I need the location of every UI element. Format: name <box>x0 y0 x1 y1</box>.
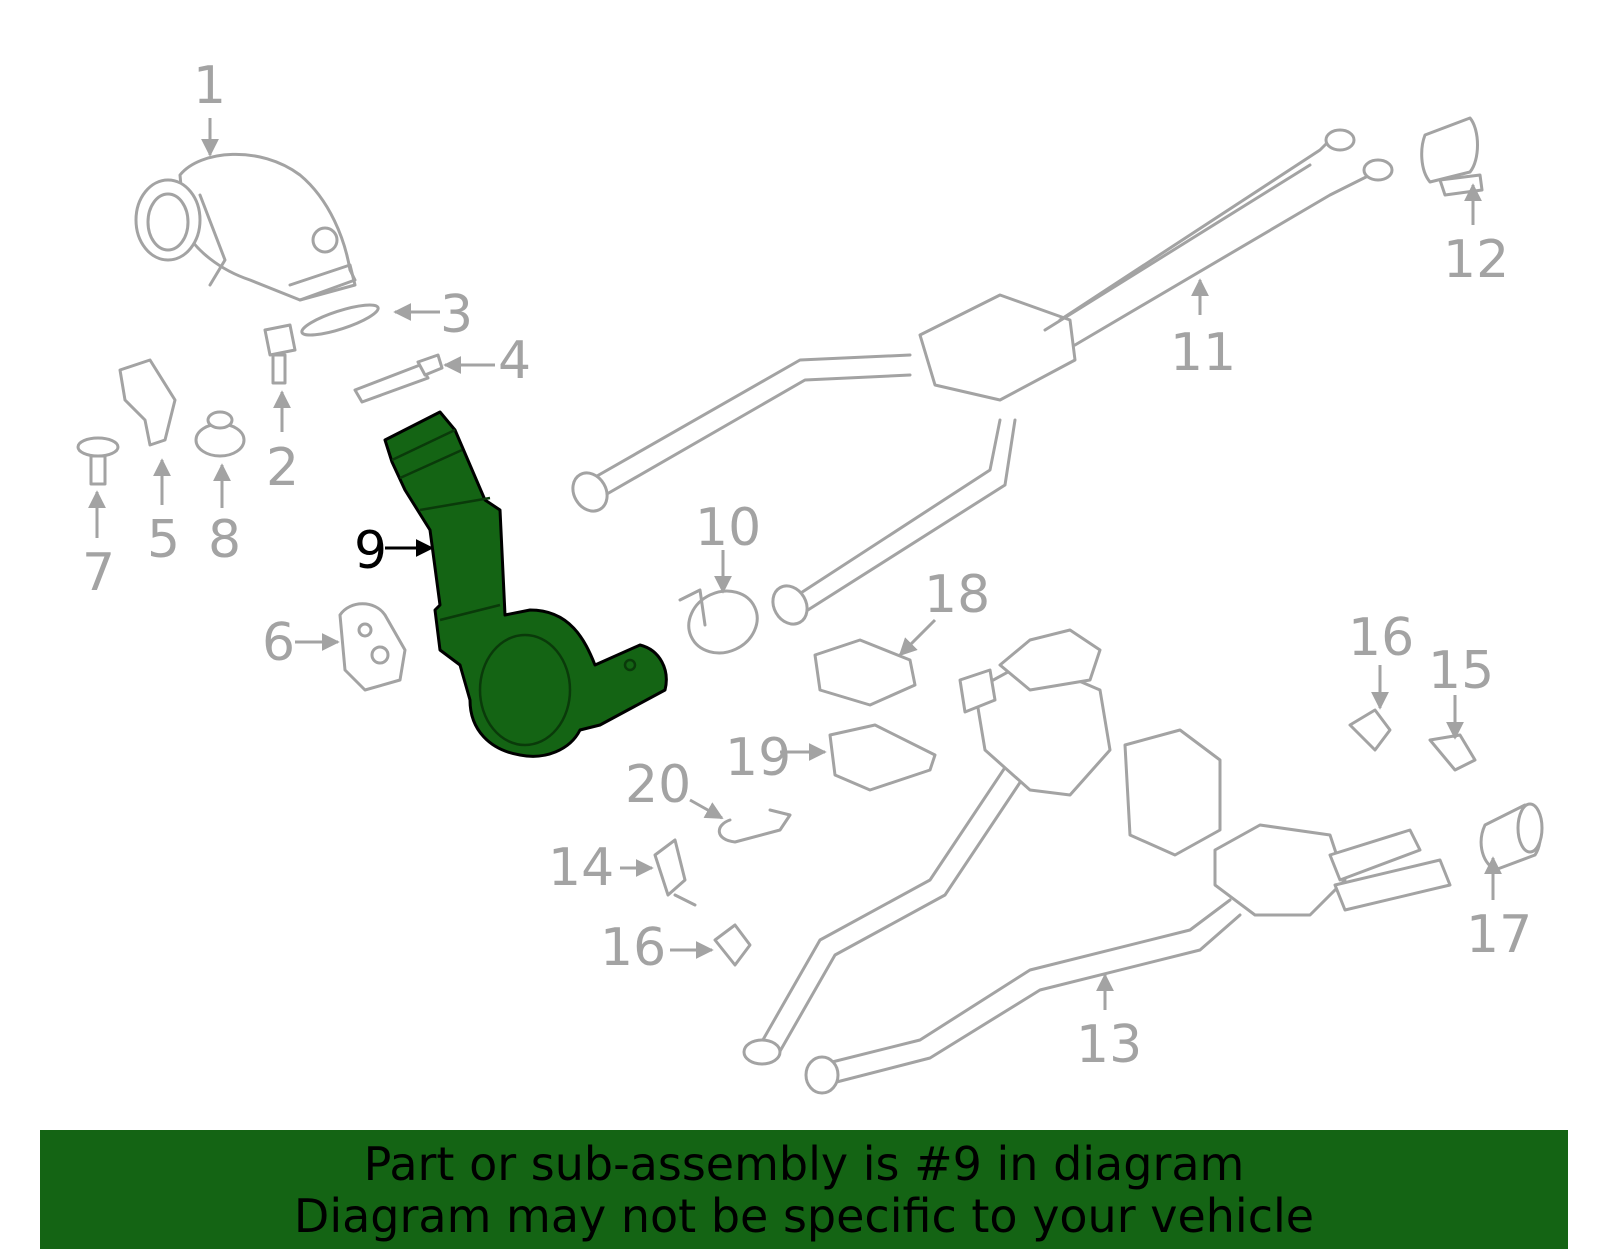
callout-19[interactable]: 19 <box>725 728 791 788</box>
callout-14[interactable]: 14 <box>548 838 614 898</box>
callout-11[interactable]: 11 <box>1170 323 1236 383</box>
callout-7[interactable]: 7 <box>82 543 115 603</box>
part-18-hanger[interactable] <box>813 638 917 707</box>
part-16-nut-upper[interactable] <box>1348 708 1392 752</box>
info-banner: Part or sub-assembly is #9 in diagram Di… <box>40 1130 1568 1249</box>
callout-12[interactable]: 12 <box>1443 230 1509 290</box>
part-11-front-pipe[interactable] <box>566 128 1394 630</box>
part-17-tailpipe-tip[interactable] <box>1479 802 1544 872</box>
part-9-catalytic-converter[interactable] <box>383 410 668 758</box>
part-14-bracket[interactable] <box>653 838 697 907</box>
callout-9[interactable]: 9 <box>354 521 387 581</box>
part-19-shield[interactable] <box>828 723 937 792</box>
part-15-clip[interactable] <box>1428 733 1477 772</box>
part-5-bracket[interactable] <box>118 358 177 447</box>
banner-line-2: Diagram may not be specific to your vehi… <box>293 1189 1315 1243</box>
callout-4[interactable]: 4 <box>498 331 531 391</box>
part-6-plate[interactable] <box>338 602 407 692</box>
part-2-bolt[interactable] <box>263 323 297 385</box>
callout-15[interactable]: 15 <box>1428 641 1494 701</box>
part-1-turbo-housing[interactable] <box>134 152 357 302</box>
part-7-screw[interactable] <box>76 436 120 486</box>
part-3-gasket[interactable] <box>299 299 381 341</box>
part-12-clamp[interactable] <box>1420 116 1484 197</box>
part-8-nut[interactable] <box>194 410 246 458</box>
callout-5[interactable]: 5 <box>147 510 180 570</box>
part-13-rear-muffler[interactable] <box>742 628 1452 1095</box>
callout-18[interactable]: 18 <box>924 565 990 625</box>
callout-16-upper[interactable]: 16 <box>1348 608 1414 668</box>
callout-3[interactable]: 3 <box>440 285 473 345</box>
part-16-nut-lower[interactable] <box>713 923 752 967</box>
callout-17[interactable]: 17 <box>1466 905 1532 965</box>
callout-8[interactable]: 8 <box>208 510 241 570</box>
banner-line-1: Part or sub-assembly is #9 in diagram <box>363 1137 1245 1191</box>
callout-13[interactable]: 13 <box>1076 1015 1142 1075</box>
callout-2[interactable]: 2 <box>266 438 299 498</box>
callout-16-lower[interactable]: 16 <box>600 918 666 978</box>
part-10-clamp[interactable] <box>678 580 768 664</box>
callout-6[interactable]: 6 <box>262 613 295 673</box>
callout-arrows <box>88 118 1502 1010</box>
part-20-clip[interactable] <box>717 808 792 844</box>
callout-1[interactable]: 1 <box>193 56 226 116</box>
callout-20[interactable]: 20 <box>625 755 691 815</box>
callout-10[interactable]: 10 <box>695 498 761 558</box>
part-4-sensor[interactable] <box>353 353 444 404</box>
